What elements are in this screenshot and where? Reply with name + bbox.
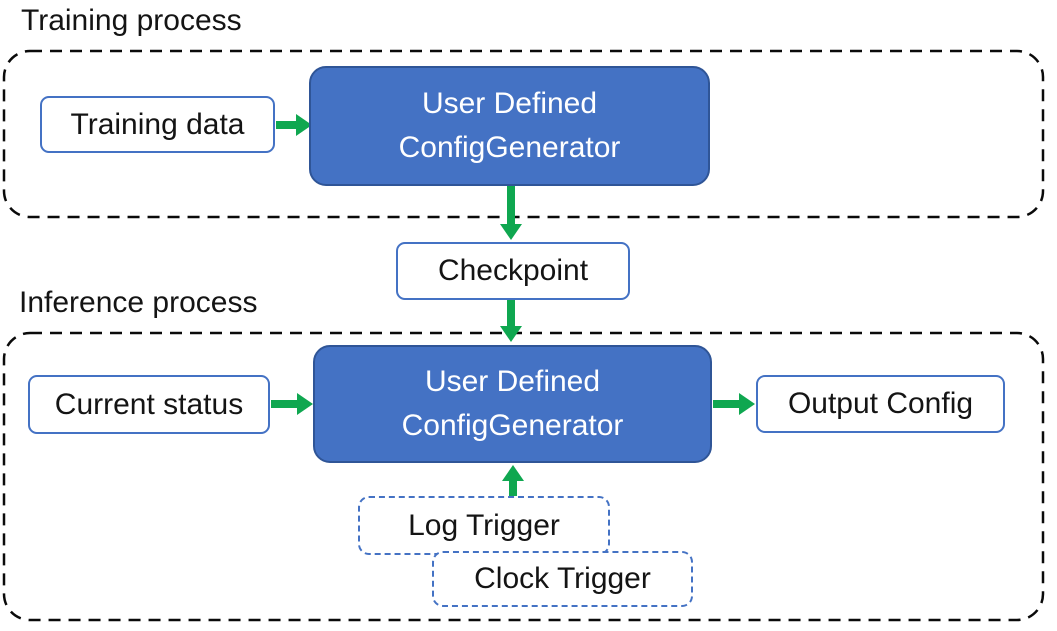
inference-process-label: Inference process (19, 286, 258, 319)
inference-generator-line2: ConfigGenerator (401, 409, 624, 442)
training-process-label: Training process (21, 4, 242, 37)
training-process-container (2, 49, 1045, 219)
arrow-checkpoint-to-generator (500, 300, 522, 342)
inference-generator-box: User Defined ConfigGenerator (313, 345, 712, 463)
arrow-training-data-to-generator (276, 114, 312, 136)
log-trigger-box: Log Trigger (358, 496, 610, 555)
arrow-generator-to-output-config (713, 393, 755, 415)
inference-generator-line1: User Defined (424, 365, 601, 398)
training-data-box: Training data (40, 96, 275, 153)
arrow-current-status-to-generator (271, 393, 313, 415)
output-config-box: Output Config (756, 375, 1005, 433)
current-status-box: Current status (28, 375, 270, 434)
arrow-generator-to-checkpoint (500, 186, 522, 240)
training-generator-line1: User Defined (421, 87, 598, 120)
arrow-triggers-to-generator (502, 465, 524, 497)
clock-trigger-box: Clock Trigger (432, 551, 693, 607)
inference-process-container (2, 331, 1045, 622)
training-generator-box: User Defined ConfigGenerator (309, 66, 710, 186)
training-generator-line2: ConfigGenerator (398, 131, 621, 164)
checkpoint-box: Checkpoint (396, 242, 630, 300)
